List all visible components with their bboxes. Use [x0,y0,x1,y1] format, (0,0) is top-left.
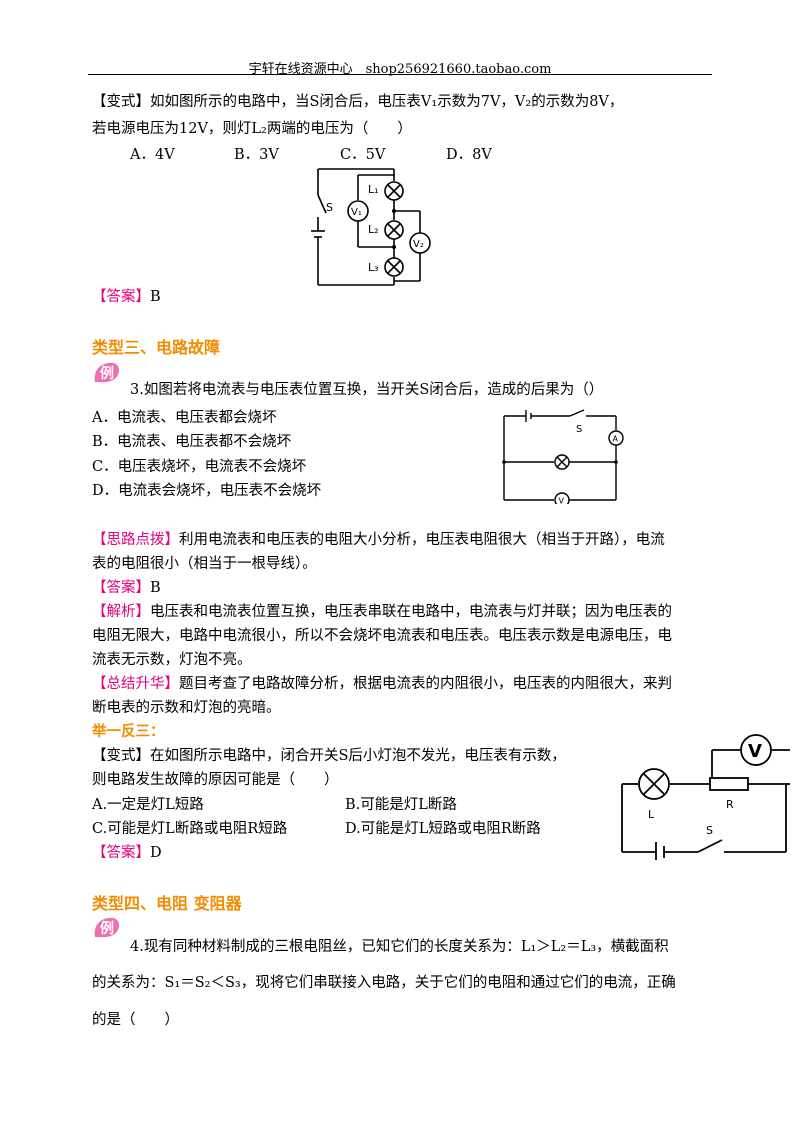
section3-option-a: A．电流表、电压表都会烧坏 [92,410,277,426]
section3-analysis-l3: 流表无示数，灯泡不亮。 [92,652,252,668]
circuit-figure-2: S A V [502,409,624,505]
example-badge-3: 例 [94,362,119,383]
fig1-switch-label: S [326,201,333,214]
variant-option-d: D.可能是灯L短路或电阻R断路 [345,821,541,837]
variant-option-a: A.一定是灯L短路 [92,797,204,813]
section3-option-b: B．电流表、电压表都不会烧坏 [92,434,292,450]
variant1-line1: 【变式】如如图所示的电路中，当S闭合后，电压表V₁示数为7V，V₂的示数为8V， [92,94,624,110]
section4-question-l3: 的是（ ） [92,1012,179,1028]
section3-summary-l2: 断电表的示数和灯泡的亮暗。 [92,700,281,716]
fig1-l1-label: L₁ [368,183,379,196]
section3-question: 3.如图若将电流表与电压表位置互换，当开关S闭合后，造成的后果为（） [130,382,604,398]
practice-title: 举一反三： [92,723,165,740]
circuit-figure-1: S L₁ L₂ L₃ V₁ V₂ [311,168,431,286]
section3-variant-l2: 则电路发生故障的原因可能是（ ） [92,772,339,788]
circuit-figure-3: V L R S [621,734,790,860]
variant1-line2: 若电源电压为12V，则灯L₂两端的电压为（ ） [92,121,412,137]
fig3-voltmeter-label: V [748,741,762,762]
variant1-option-c: C．5V [340,147,386,163]
section3-analysis-l2: 电阻无限大，电路中电流很小，所以不会烧坏电流表和电压表。电压表示数是电源电压，电 [92,628,672,644]
section3-option-c: C．电压表烧坏，电流表不会烧坏 [92,459,307,475]
fig1-l3-label: L₃ [368,261,379,274]
section3-variant-answer: 【答案】D [92,845,162,861]
fig1-v2-label: V₂ [413,239,424,250]
section3-hint-l1: 【思路点拨】利用电流表和电压表的电阻大小分析，电压表电阻很大（相当于开路），电流 [92,532,665,548]
header-rule [88,74,712,75]
variant-option-c: C.可能是灯L断路或电阻R短路 [92,821,288,837]
variant1-option-b: B．3V [234,147,279,163]
section3-variant-l1: 【变式】在如图所示电路中，闭合开关S后小灯泡不发光，电压表有示数， [92,748,566,764]
page-header: 宇轩在线资源中心 shop256921660.taobao.com [248,62,552,77]
fig3-switch-label: S [706,824,713,837]
section4-question-l1: 4.现有同种材料制成的三根电阻丝，已知它们的长度关系为：L₁＞L₂＝L₃，横截面… [130,939,669,955]
section4-title: 类型四、电阻 变阻器 [92,894,242,913]
fig2-voltmeter-label: V [559,497,565,505]
variant-option-b: B.可能是灯L断路 [345,797,457,813]
fig3-lamp-label: L [648,808,655,821]
fig2-switch-label: S [576,424,582,435]
variant1-answer: 【答案】B [92,289,161,305]
variant1-option-a: A．4V [130,147,175,163]
variant1-tag: 【变式】 [92,94,150,110]
fig1-v1-label: V₁ [351,207,362,218]
svg-text:例: 例 [100,365,114,382]
section3-option-d: D．电流表会烧坏，电压表不会烧坏 [92,483,322,499]
section3-title: 类型三、电路故障 [92,338,221,357]
fig3-resistor-label: R [726,798,734,811]
section4-question-l2: 的关系为：S₁＝S₂＜S₃，现将它们串联接入电路，关于它们的电阻和通过它们的电流… [92,975,676,991]
variant1-option-d: D．8V [446,147,492,163]
section3-hint-l2: 表的电阻很小（相当于一根导线）。 [92,556,317,572]
svg-text:例: 例 [100,920,114,937]
fig2-ammeter-label: A [613,435,619,444]
section3-answer: 【答案】B [92,580,161,596]
fig1-l2-label: L₂ [368,223,379,236]
example-badge-4: 例 [94,917,119,938]
section3-summary-l1: 【总结升华】题目考查了电路故障分析，根据电流表的内阻很小，电压表的内阻很大，来判 [92,676,672,692]
section3-analysis-l1: 【解析】电压表和电流表位置互换，电压表串联在电路中，电流表与灯并联；因为电压表的 [92,604,672,620]
